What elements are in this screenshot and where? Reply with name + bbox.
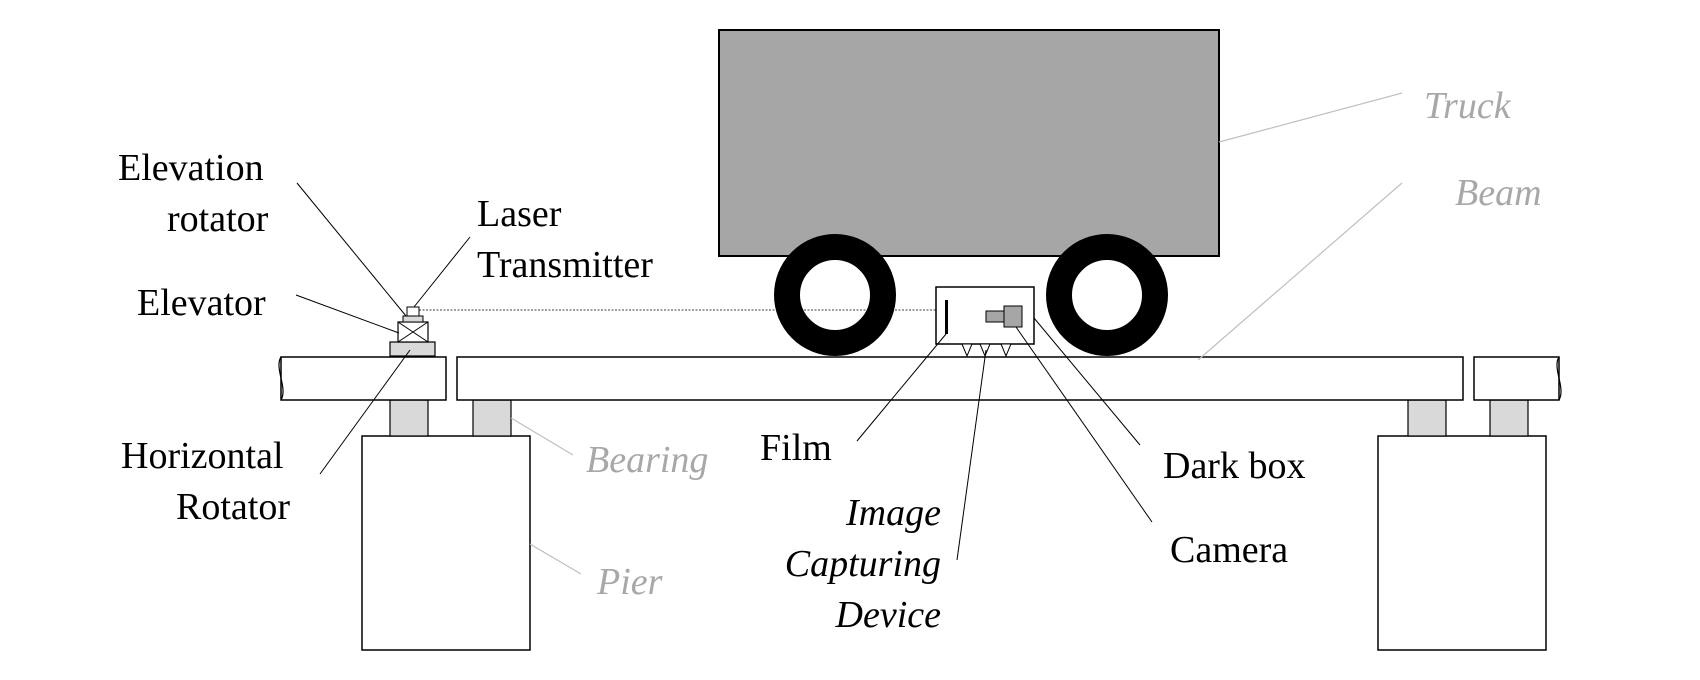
label-dark-box: Dark box (1163, 445, 1305, 487)
leader-truck (1218, 92, 1403, 143)
label-horizontal-rotator-line2: Rotator (176, 486, 290, 528)
truck-body (718, 29, 1220, 257)
label-icd-line3: Device (835, 594, 942, 636)
truck-wheel-front (774, 234, 896, 356)
elevation-rotator (402, 315, 424, 323)
beam-break-right (1556, 356, 1562, 401)
pier-right (1377, 435, 1547, 651)
label-elevator: Elevator (137, 282, 266, 324)
camera-body (1003, 305, 1023, 328)
leader-pier (529, 543, 582, 575)
bearing-1 (389, 399, 429, 437)
label-film: Film (760, 427, 832, 469)
leader-horizontal-rotator (319, 349, 411, 475)
label-camera: Camera (1170, 529, 1288, 571)
bearing-4 (1489, 399, 1529, 437)
film (945, 300, 948, 334)
pier-left (361, 435, 531, 651)
label-elevation-rotator-line1: Elevation (118, 147, 264, 189)
label-bearing: Bearing (586, 439, 708, 481)
leader-film (856, 333, 947, 442)
truck-wheel-rear (1046, 234, 1168, 356)
leader-laser (413, 236, 471, 308)
label-laser-line2: Transmitter (477, 244, 653, 286)
leader-icd (956, 349, 987, 561)
label-icd-line2: Capturing (785, 543, 941, 585)
label-beam: Beam (1455, 172, 1542, 214)
device-foot-1 (961, 343, 973, 358)
bearing-2 (472, 399, 512, 437)
beam-right-span (1473, 356, 1560, 401)
bearing-3 (1407, 399, 1447, 437)
camera-lens (985, 310, 1005, 323)
leader-camera (1015, 326, 1153, 523)
beam-main-span (456, 356, 1464, 401)
label-horizontal-rotator-line1: Horizontal (121, 435, 284, 477)
label-icd-line1: Image (845, 492, 941, 534)
device-foot-3 (1000, 343, 1012, 358)
label-truck: Truck (1424, 85, 1512, 127)
label-laser-line1: Laser (477, 193, 562, 235)
horizontal-rotator (389, 341, 436, 357)
leader-elevator (295, 294, 400, 334)
device-foot-2 (979, 343, 991, 358)
leader-dark-box (1033, 317, 1141, 446)
leader-elevation-rotator (296, 182, 407, 317)
leader-bearing (510, 417, 574, 456)
label-elevation-rotator-line2: rotator (167, 198, 269, 240)
label-pier: Pier (596, 561, 663, 603)
laser-transmitter (406, 306, 420, 317)
leader-beam (1197, 182, 1403, 361)
beam-break-left (278, 356, 284, 401)
beam-left-span (280, 356, 447, 401)
elevator-cross-b (397, 321, 429, 343)
